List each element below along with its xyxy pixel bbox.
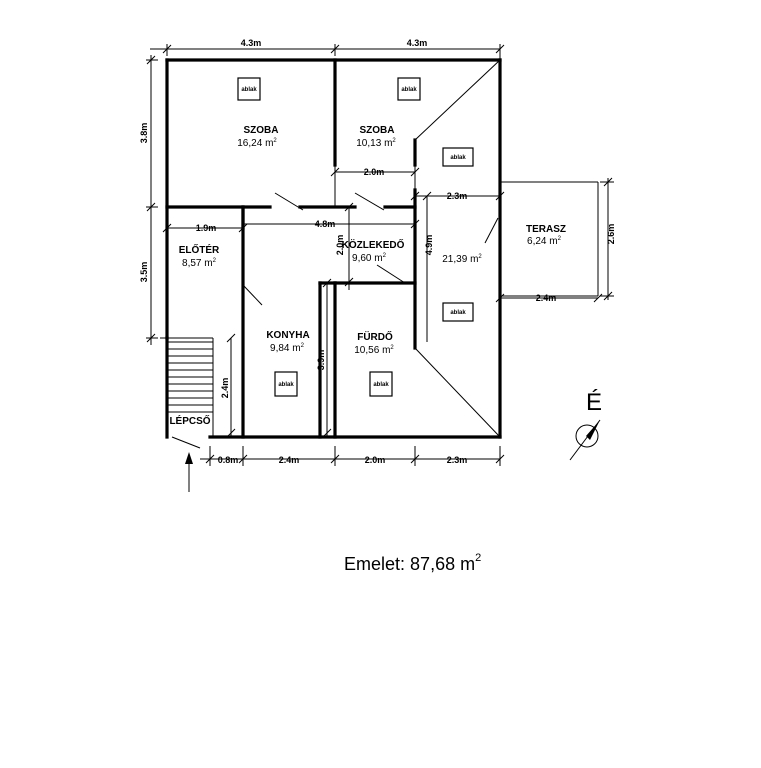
window-nagyszoba-top <box>442 147 474 167</box>
room-name-konyha: KONYHA <box>266 330 309 341</box>
room-area-szoba2: 10,13 m2 <box>356 138 396 149</box>
svg-text:2.4m: 2.4m <box>279 455 300 465</box>
svg-text:3.9m: 3.9m <box>316 350 326 371</box>
svg-text:2.0m: 2.0m <box>364 167 385 177</box>
north-marker: É <box>569 389 602 461</box>
window-konyha <box>274 371 298 397</box>
room-area-szoba1: 16,24 m2 <box>237 138 277 149</box>
room-name-furdo: FÜRDŐ <box>357 330 393 343</box>
window-szoba2 <box>397 77 421 101</box>
dimension-labels: 4.3m 4.3m 3.8m 3.5m 1.9m 4.8m 2.0m 2.3m … <box>139 38 616 465</box>
north-circle <box>575 424 599 448</box>
window-furdo <box>369 371 393 397</box>
svg-text:2.4m: 2.4m <box>536 293 557 303</box>
svg-text:4.3m: 4.3m <box>241 38 262 48</box>
svg-text:3.5m: 3.5m <box>139 262 149 283</box>
svg-text:2.0m: 2.0m <box>365 455 386 465</box>
room-area-furdo: 10,56 m2 <box>354 345 394 356</box>
svg-text:ablak: ablak <box>373 382 389 388</box>
svg-text:3.8m: 3.8m <box>139 123 149 144</box>
svg-text:ablak: ablak <box>450 155 466 161</box>
room-name-terasz: TERASZ <box>526 224 566 235</box>
svg-text:2.6m: 2.6m <box>606 224 616 245</box>
staircase <box>166 338 214 492</box>
door-szoba2 <box>354 192 385 211</box>
room-labels: SZOBA 16,24 m2 SZOBA 10,13 m2 ELŐTÉR 8,5… <box>169 125 566 427</box>
window-nagyszoba-bottom <box>442 302 474 322</box>
room-name-kozlekedo: KÖZLEKEDŐ <box>342 238 405 251</box>
svg-text:ablak: ablak <box>278 382 294 388</box>
svg-text:1.9m: 1.9m <box>196 223 217 233</box>
dimension-lines <box>146 44 614 466</box>
room-area-eloter: 8,57 m2 <box>182 258 217 269</box>
window-szoba1 <box>237 77 261 101</box>
door-szoba1 <box>274 192 304 211</box>
svg-text:ablak: ablak <box>401 87 417 93</box>
room-area-terasz: 6,24 m2 <box>527 236 562 247</box>
svg-text:2.4m: 2.4m <box>220 378 230 399</box>
svg-text:4.3m: 4.3m <box>407 38 428 48</box>
room-name-eloter: ELŐTÉR <box>179 243 220 256</box>
room-name-lepcso: LÉPCSŐ <box>169 414 210 427</box>
svg-text:4.9m: 4.9m <box>424 235 434 256</box>
svg-text:ablak: ablak <box>450 310 466 316</box>
door-terasz <box>484 217 499 244</box>
svg-text:ablak: ablak <box>241 87 257 93</box>
door-furdo <box>376 264 406 284</box>
svg-text:0.8m: 0.8m <box>218 455 239 465</box>
room-area-konyha: 9,84 m2 <box>270 343 305 354</box>
door-konyha <box>242 284 263 306</box>
walls <box>160 58 599 439</box>
entrance-arrowhead <box>185 452 193 464</box>
doors <box>242 192 499 306</box>
windows: ablak ablak ablak ablak ablak ablak <box>237 77 474 397</box>
room-area-nagyszoba: 21,39 m2 <box>442 254 482 265</box>
svg-text:2.3m: 2.3m <box>447 455 468 465</box>
room-area-kozlekedo: 9,60 m2 <box>352 253 387 264</box>
svg-text:4.8m: 4.8m <box>315 219 336 229</box>
north-label: É <box>586 389 602 416</box>
svg-text:2.3m: 2.3m <box>447 191 468 201</box>
north-arrow-head <box>586 420 600 440</box>
room-name-szoba1: SZOBA <box>244 125 279 136</box>
floor-total-area: Emelet: 87,68 m2 <box>344 552 481 574</box>
svg-text:2.0m: 2.0m <box>335 235 345 256</box>
room-name-szoba2: SZOBA <box>360 125 395 136</box>
